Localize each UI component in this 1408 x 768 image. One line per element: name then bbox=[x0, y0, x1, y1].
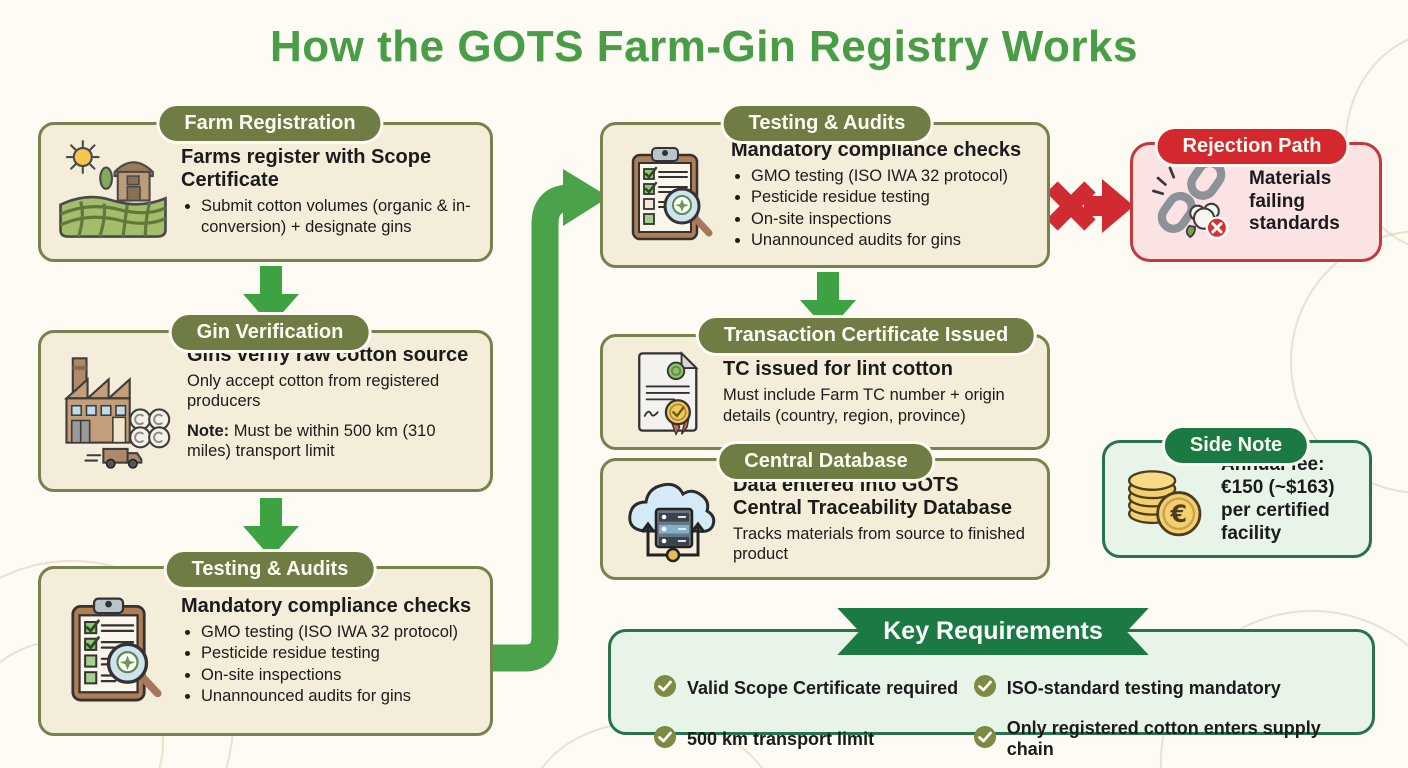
testing-audits-card: Mandatory compliance checks GMO testing … bbox=[38, 566, 493, 736]
rejection-body: Materials failing standards bbox=[1249, 167, 1340, 235]
curved-flow-arrow bbox=[493, 169, 609, 672]
side-note-header: Side Note bbox=[1161, 425, 1311, 466]
gin-verification-card: Gins verify raw cotton source Only accep… bbox=[38, 330, 493, 492]
down-arrow bbox=[243, 266, 299, 326]
farm-registration-card: Farms register with Scope Certificate Su… bbox=[38, 122, 493, 262]
cloud-server-icon bbox=[619, 469, 721, 569]
bullet-item: Pesticide residue testing bbox=[201, 643, 471, 664]
card-heading: Mandatory compliance checks bbox=[731, 139, 1022, 162]
card-note: Note: Must be within 500 km (310 miles) … bbox=[187, 422, 436, 461]
clipboard-checklist-magnifier-icon bbox=[619, 143, 719, 247]
key-requirement-item: ISO-standard testing mandatory bbox=[973, 674, 1348, 703]
card-heading: Farms register with Scope Certificate bbox=[181, 145, 432, 191]
side-note-body: Annual fee: €150 (~$163) per certified f… bbox=[1221, 453, 1335, 545]
euro-coins-icon: € bbox=[1119, 453, 1211, 545]
card-body: Tracks materials from source to finished… bbox=[733, 524, 1025, 563]
transaction-certificate-header: Transaction Certificate Issued bbox=[695, 315, 1037, 356]
central-database-header: Central Database bbox=[716, 441, 936, 482]
farm-registration-header: Farm Registration bbox=[156, 103, 384, 144]
bullet-item: GMO testing (ISO IWA 32 protocol) bbox=[201, 622, 471, 643]
key-requirement-item: 500 km transport limit bbox=[653, 718, 973, 760]
bullet-item: Unannounced audits for gins bbox=[201, 686, 471, 707]
card-heading: TC issued for lint cotton bbox=[723, 358, 953, 381]
bullet-item: Pesticide residue testing bbox=[751, 187, 1021, 208]
bullet-item: On-site inspections bbox=[751, 209, 1021, 230]
down-arrow bbox=[243, 498, 299, 558]
gin-verification-header: Gin Verification bbox=[168, 312, 372, 353]
key-requirement-item: Valid Scope Certificate required bbox=[653, 674, 973, 703]
broken-chain-cotton-icon bbox=[1147, 156, 1239, 248]
red-x-arrow bbox=[1046, 179, 1134, 233]
card-body: Only accept cotton from registered produ… bbox=[187, 372, 440, 411]
card-heading: Mandatory compliance checks bbox=[181, 595, 472, 618]
bullet-item: Submit cotton volumes (organic & in-conv… bbox=[201, 196, 474, 238]
bullet-item: Unannounced audits for gins bbox=[751, 230, 1021, 251]
bullet-item: GMO testing (ISO IWA 32 protocol) bbox=[751, 166, 1021, 187]
factory-icon bbox=[57, 352, 175, 470]
check-circle-icon bbox=[973, 674, 997, 703]
testing-audits-card: Mandatory compliance checks GMO testing … bbox=[600, 122, 1050, 268]
check-circle-icon bbox=[653, 674, 677, 703]
check-circle-icon bbox=[653, 725, 677, 754]
key-requirement-item: Only registered cotton enters supply cha… bbox=[973, 718, 1348, 760]
page-title: How the GOTS Farm-Gin Registry Works bbox=[270, 22, 1138, 71]
farm-field-icon bbox=[57, 139, 169, 245]
check-circle-icon bbox=[973, 725, 997, 754]
testing-audits-header: Testing & Audits bbox=[720, 103, 934, 144]
key-requirements-banner: Key Requirements bbox=[837, 608, 1149, 655]
clipboard-checklist-magnifier-icon bbox=[57, 593, 169, 709]
card-body: Must include Farm TC number + origin det… bbox=[723, 386, 1005, 425]
certificate-seal-icon bbox=[619, 346, 711, 438]
rejection-path-header: Rejection Path bbox=[1154, 126, 1350, 167]
bullet-item: On-site inspections bbox=[201, 665, 471, 686]
transaction-certificate-card: TC issued for lint cotton Must include F… bbox=[600, 334, 1050, 450]
testing-audits-header: Testing & Audits bbox=[163, 549, 377, 590]
svg-text:€: € bbox=[1169, 500, 1187, 528]
